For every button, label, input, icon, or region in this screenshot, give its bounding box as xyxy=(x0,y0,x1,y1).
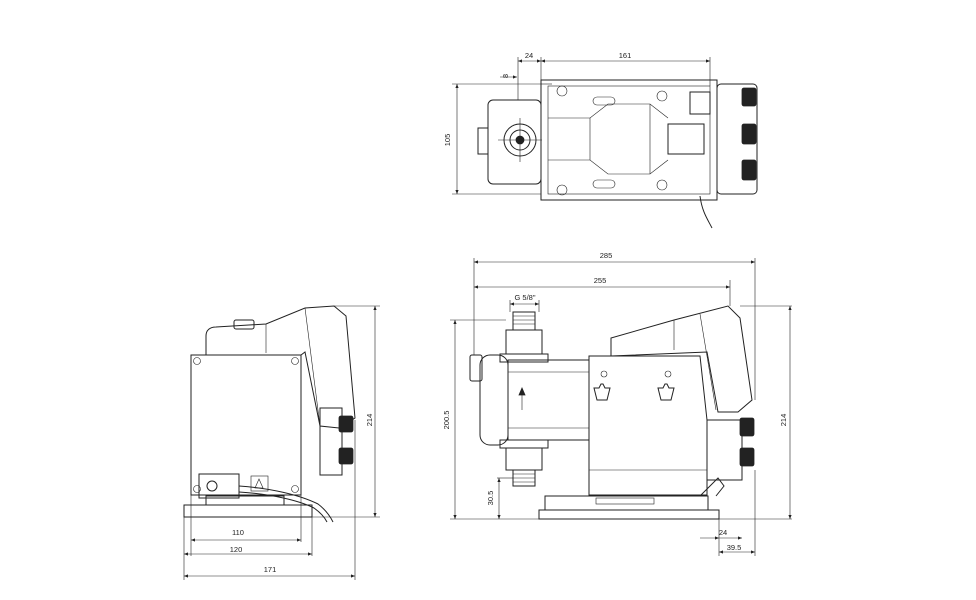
front-view-control-box xyxy=(610,305,753,413)
dim-side-214: 214 xyxy=(365,414,374,427)
front-view: 285 255 G 5/8" 200.5 30.5 214 24 39.5 xyxy=(442,251,792,556)
side-view-module xyxy=(319,407,343,476)
dim-front-thread: G 5/8" xyxy=(514,293,535,302)
front-view-pump-head xyxy=(479,354,509,446)
dim-front-214: 214 xyxy=(779,414,788,427)
dim-front-285: 285 xyxy=(600,251,613,260)
top-view: 24 161 8 105 xyxy=(443,51,758,229)
dim-top-24: 24 xyxy=(525,51,533,60)
side-view-base xyxy=(183,504,313,518)
dim-side-120: 120 xyxy=(230,545,243,554)
front-view-top-nut xyxy=(505,329,543,355)
dim-side-171: 171 xyxy=(264,565,277,574)
top-view-body xyxy=(540,79,718,201)
dim-top-8: 8 xyxy=(501,74,510,78)
dim-side-110: 110 xyxy=(232,528,244,537)
side-view-control-box xyxy=(205,305,356,429)
front-view-bottom-nut xyxy=(505,447,543,471)
dim-front-39-5: 39.5 xyxy=(727,543,742,552)
front-view-top-valve xyxy=(512,311,536,331)
dim-front-255: 255 xyxy=(594,276,607,285)
front-view-base xyxy=(538,509,720,520)
top-view-pump-head xyxy=(487,99,542,185)
top-view-motor-housing xyxy=(716,83,758,195)
dim-front-200-5: 200.5 xyxy=(442,411,451,430)
side-view-plug xyxy=(198,473,240,499)
dim-front-24: 24 xyxy=(719,528,727,537)
top-view-connector xyxy=(667,123,705,155)
side-view: 110 120 171 214 xyxy=(183,305,380,580)
front-view-lift-hole-right xyxy=(657,383,675,401)
top-view-side-cap xyxy=(477,127,489,155)
top-view-cable xyxy=(699,195,713,229)
front-view-lift-hole-left xyxy=(593,383,611,401)
dim-top-105: 105 xyxy=(443,134,452,147)
front-view-connector-block xyxy=(706,419,743,481)
dim-top-161: 161 xyxy=(619,51,632,60)
front-view-motor-housing xyxy=(588,355,708,496)
side-view-cable xyxy=(238,485,334,523)
dim-front-30-5: 30.5 xyxy=(486,491,495,506)
